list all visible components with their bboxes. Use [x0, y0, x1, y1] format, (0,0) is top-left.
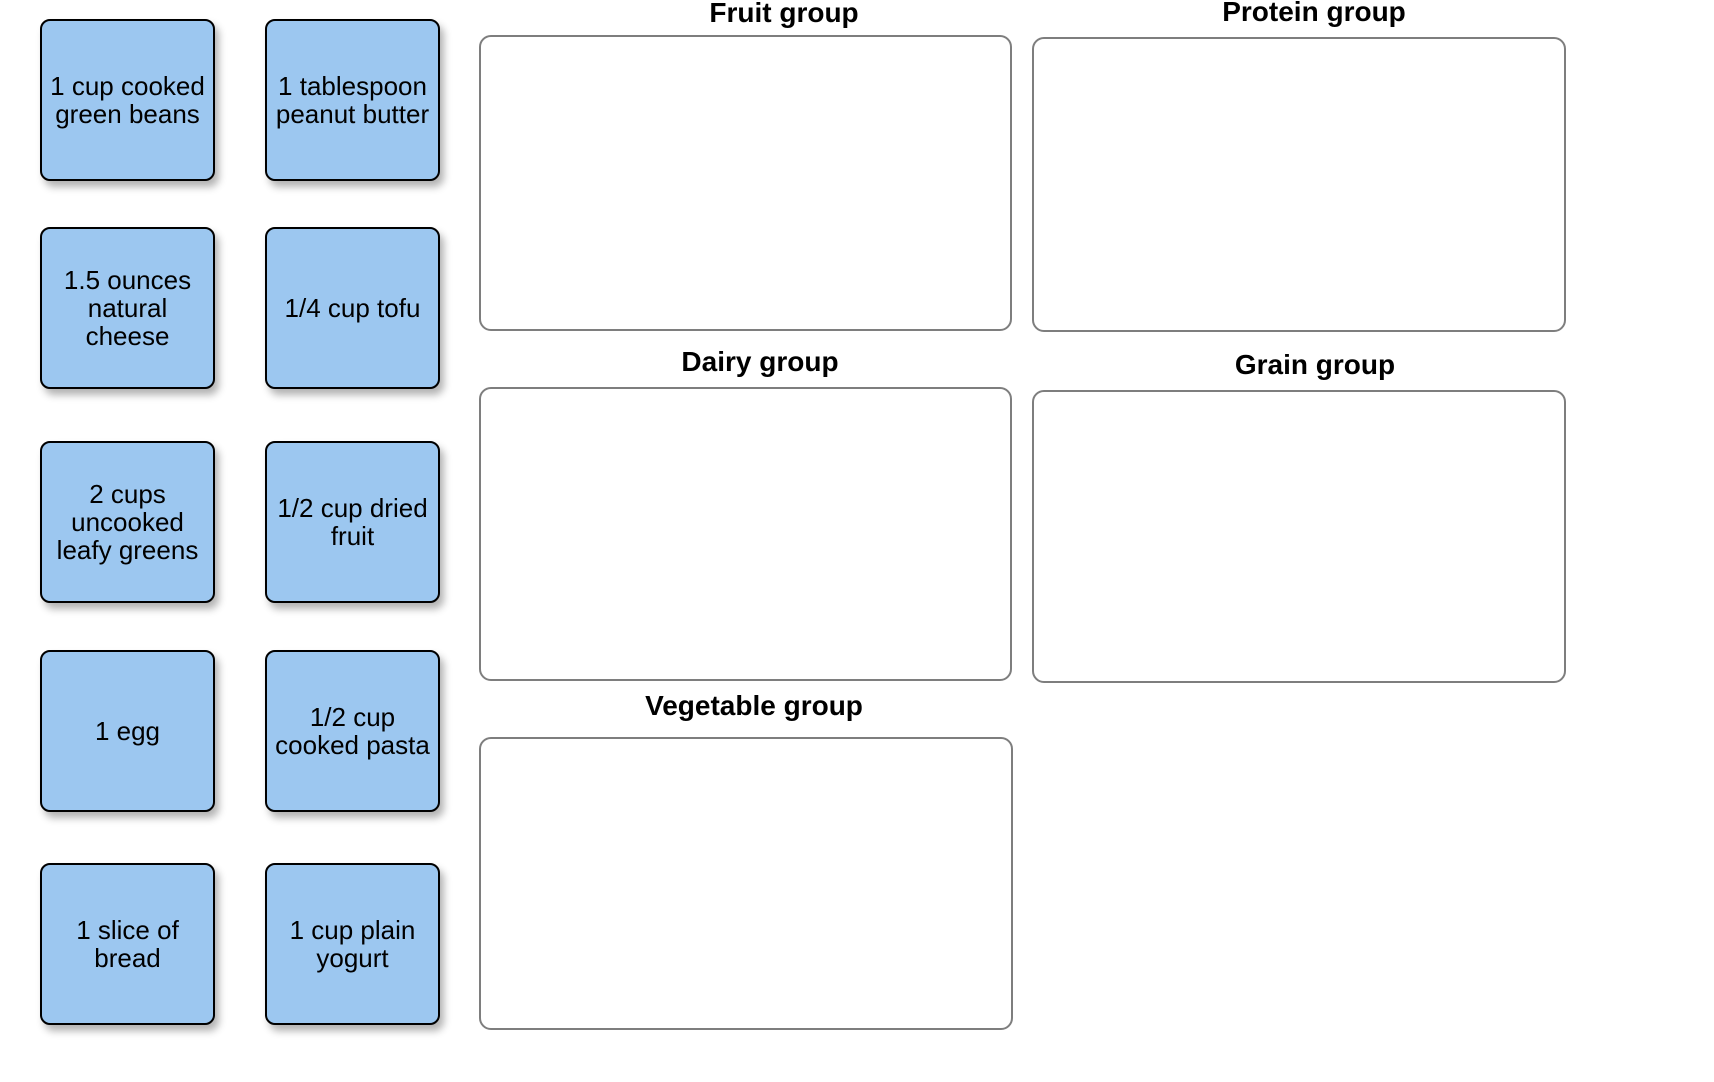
card-peanut-butter[interactable]: 1 tablespoon peanut butter [265, 19, 440, 181]
zone-title-dairy-group: Dairy group [681, 346, 839, 377]
dropzone-dairy-group[interactable] [479, 387, 1012, 681]
dropzone-grain-group[interactable] [1032, 390, 1566, 683]
zone-title-fruit-group: Fruit group [709, 0, 859, 28]
zone-title-protein-group: Protein group [1222, 0, 1406, 27]
card-cooked-pasta[interactable]: 1/2 cup cooked pasta [265, 650, 440, 812]
dropzone-protein-group[interactable] [1032, 37, 1566, 332]
card-bread[interactable]: 1 slice of bread [40, 863, 215, 1025]
card-cooked-green-beans[interactable]: 1 cup cooked green beans [40, 19, 215, 181]
zone-title-vegetable-group: Vegetable group [645, 690, 863, 721]
dropzone-fruit-group[interactable] [479, 35, 1012, 331]
card-tofu[interactable]: 1/4 cup tofu [265, 227, 440, 389]
card-dried-fruit[interactable]: 1/2 cup dried fruit [265, 441, 440, 603]
card-plain-yogurt[interactable]: 1 cup plain yogurt [265, 863, 440, 1025]
zone-title-grain-group: Grain group [1234, 349, 1396, 380]
dropzone-vegetable-group[interactable] [479, 737, 1013, 1030]
card-egg[interactable]: 1 egg [40, 650, 215, 812]
card-leafy-greens[interactable]: 2 cups uncooked leafy greens [40, 441, 215, 603]
card-natural-cheese[interactable]: 1.5 ounces natural cheese [40, 227, 215, 389]
